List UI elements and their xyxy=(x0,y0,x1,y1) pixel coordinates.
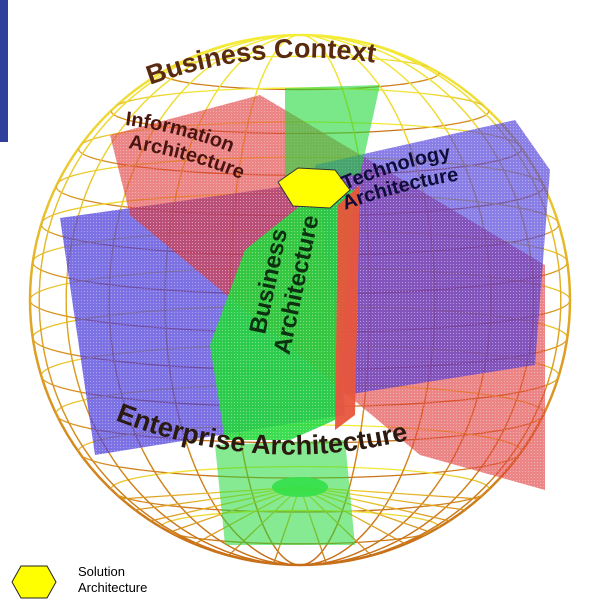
legend-label-line1: Solution xyxy=(78,564,125,579)
legend: Solution Architecture xyxy=(10,562,250,602)
sphere-longitude-line xyxy=(38,35,562,565)
green-plane-business-edge xyxy=(335,185,360,430)
green-plane-business-texture xyxy=(210,190,355,440)
blue-plane-technology-texture xyxy=(315,120,550,395)
corner-accent-bar xyxy=(0,0,8,142)
green-plane-business-top xyxy=(285,85,380,180)
legend-label-line2: Architecture xyxy=(78,580,148,595)
sphere-center-hub xyxy=(272,477,328,497)
hexagon-icon xyxy=(11,565,57,599)
solution-architecture-hexagon xyxy=(277,167,351,209)
